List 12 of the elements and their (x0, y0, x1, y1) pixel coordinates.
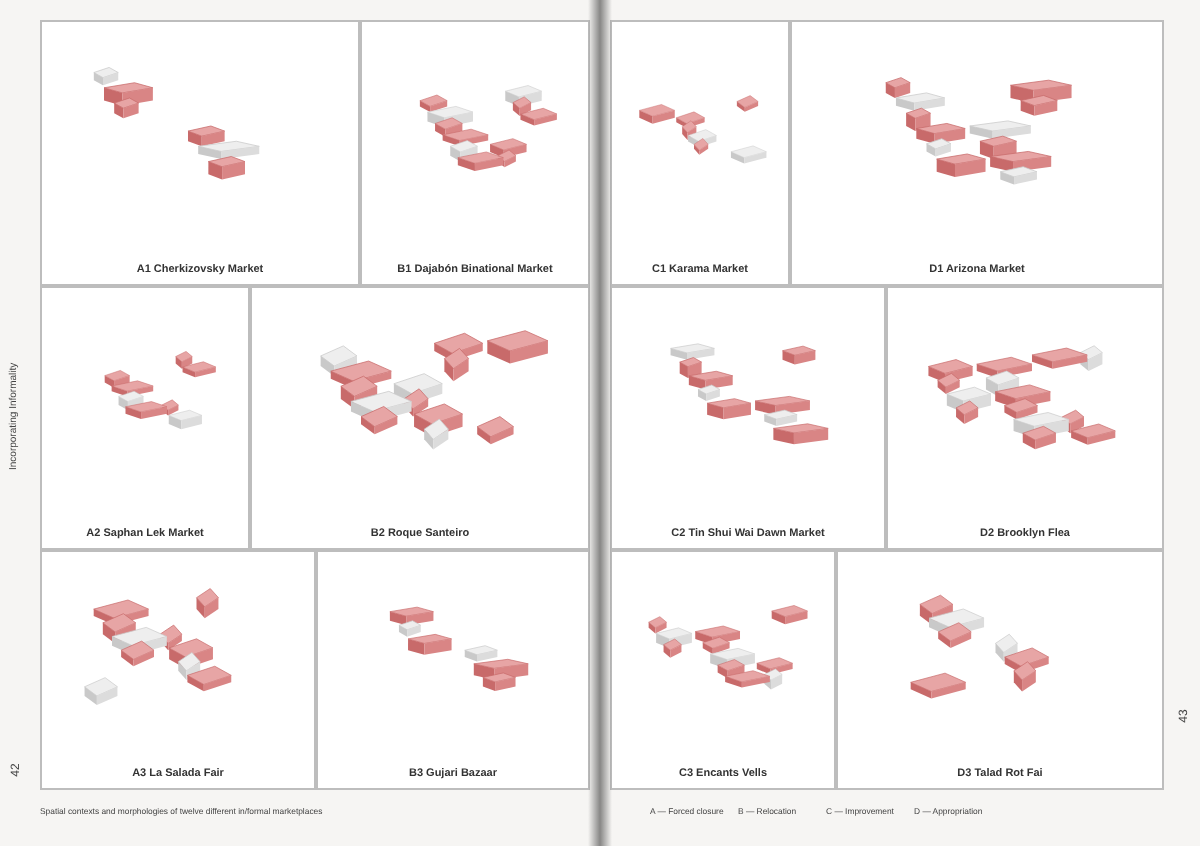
panel-frame (610, 286, 886, 550)
panel-frame (250, 286, 590, 550)
panel-frame (316, 550, 590, 790)
panel-frame (360, 20, 590, 286)
panel-frame (790, 20, 1164, 286)
panel-frame (610, 20, 790, 286)
panel-frame (40, 550, 316, 790)
panel-frame (836, 550, 1164, 790)
panel-frame (40, 286, 250, 550)
panel-frame (886, 286, 1164, 550)
panel-frame (40, 20, 360, 286)
panel-frame (610, 550, 836, 790)
